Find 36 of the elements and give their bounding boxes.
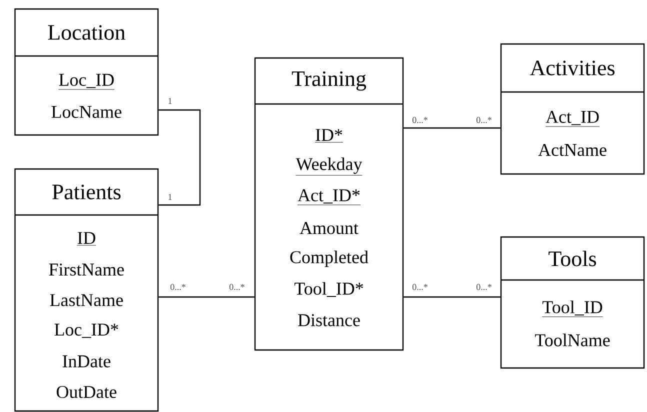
attribute-name: Tool_ID* bbox=[294, 282, 364, 297]
multiplicity-label: 0...* bbox=[412, 116, 428, 124]
multiplicity-label: 0...* bbox=[229, 284, 244, 290]
multiplicity-label: 0...* bbox=[412, 284, 428, 290]
connector-line bbox=[404, 296, 500, 298]
multiplicity-label: 1 bbox=[168, 98, 172, 104]
attribute-name: Loc_ID bbox=[58, 74, 115, 90]
entity-name: Location bbox=[48, 25, 126, 40]
attribute-name: LocName bbox=[52, 106, 122, 118]
connector-line bbox=[158, 296, 254, 298]
attribute-name: Loc_ID* bbox=[54, 324, 118, 338]
attribute-name: Act_ID bbox=[545, 110, 600, 127]
entity-name: Patients bbox=[52, 184, 121, 200]
connector-line bbox=[404, 127, 500, 129]
attribute-name: Weekday bbox=[296, 158, 362, 176]
attribute-name: Act_ID* bbox=[297, 189, 361, 206]
attribute-name: ActName bbox=[538, 144, 606, 156]
attribute-name: LastName bbox=[50, 294, 123, 306]
entity-name: Tools bbox=[548, 250, 596, 266]
attribute-name: InDate bbox=[62, 355, 110, 368]
entity-name: Training bbox=[292, 71, 366, 91]
entity-name: Activities bbox=[530, 60, 614, 76]
attribute-name: ID* bbox=[314, 129, 344, 142]
connector-line bbox=[158, 109, 201, 206]
attribute-name: Distance bbox=[298, 314, 360, 326]
attribute-name: Tool_ID bbox=[542, 300, 604, 317]
attribute-name: Amount bbox=[300, 222, 358, 234]
multiplicity-label: 0...* bbox=[170, 284, 186, 290]
attribute-name: ToolName bbox=[534, 334, 610, 346]
multiplicity-label: 0...* bbox=[476, 116, 492, 124]
multiplicity-label: 0...* bbox=[476, 284, 492, 290]
attribute-name: ID bbox=[76, 232, 96, 246]
attribute-name: FirstName bbox=[49, 264, 124, 276]
attribute-name: OutDate bbox=[56, 386, 116, 398]
attribute-name: Completed bbox=[290, 250, 368, 267]
multiplicity-label: 1 bbox=[168, 194, 172, 200]
